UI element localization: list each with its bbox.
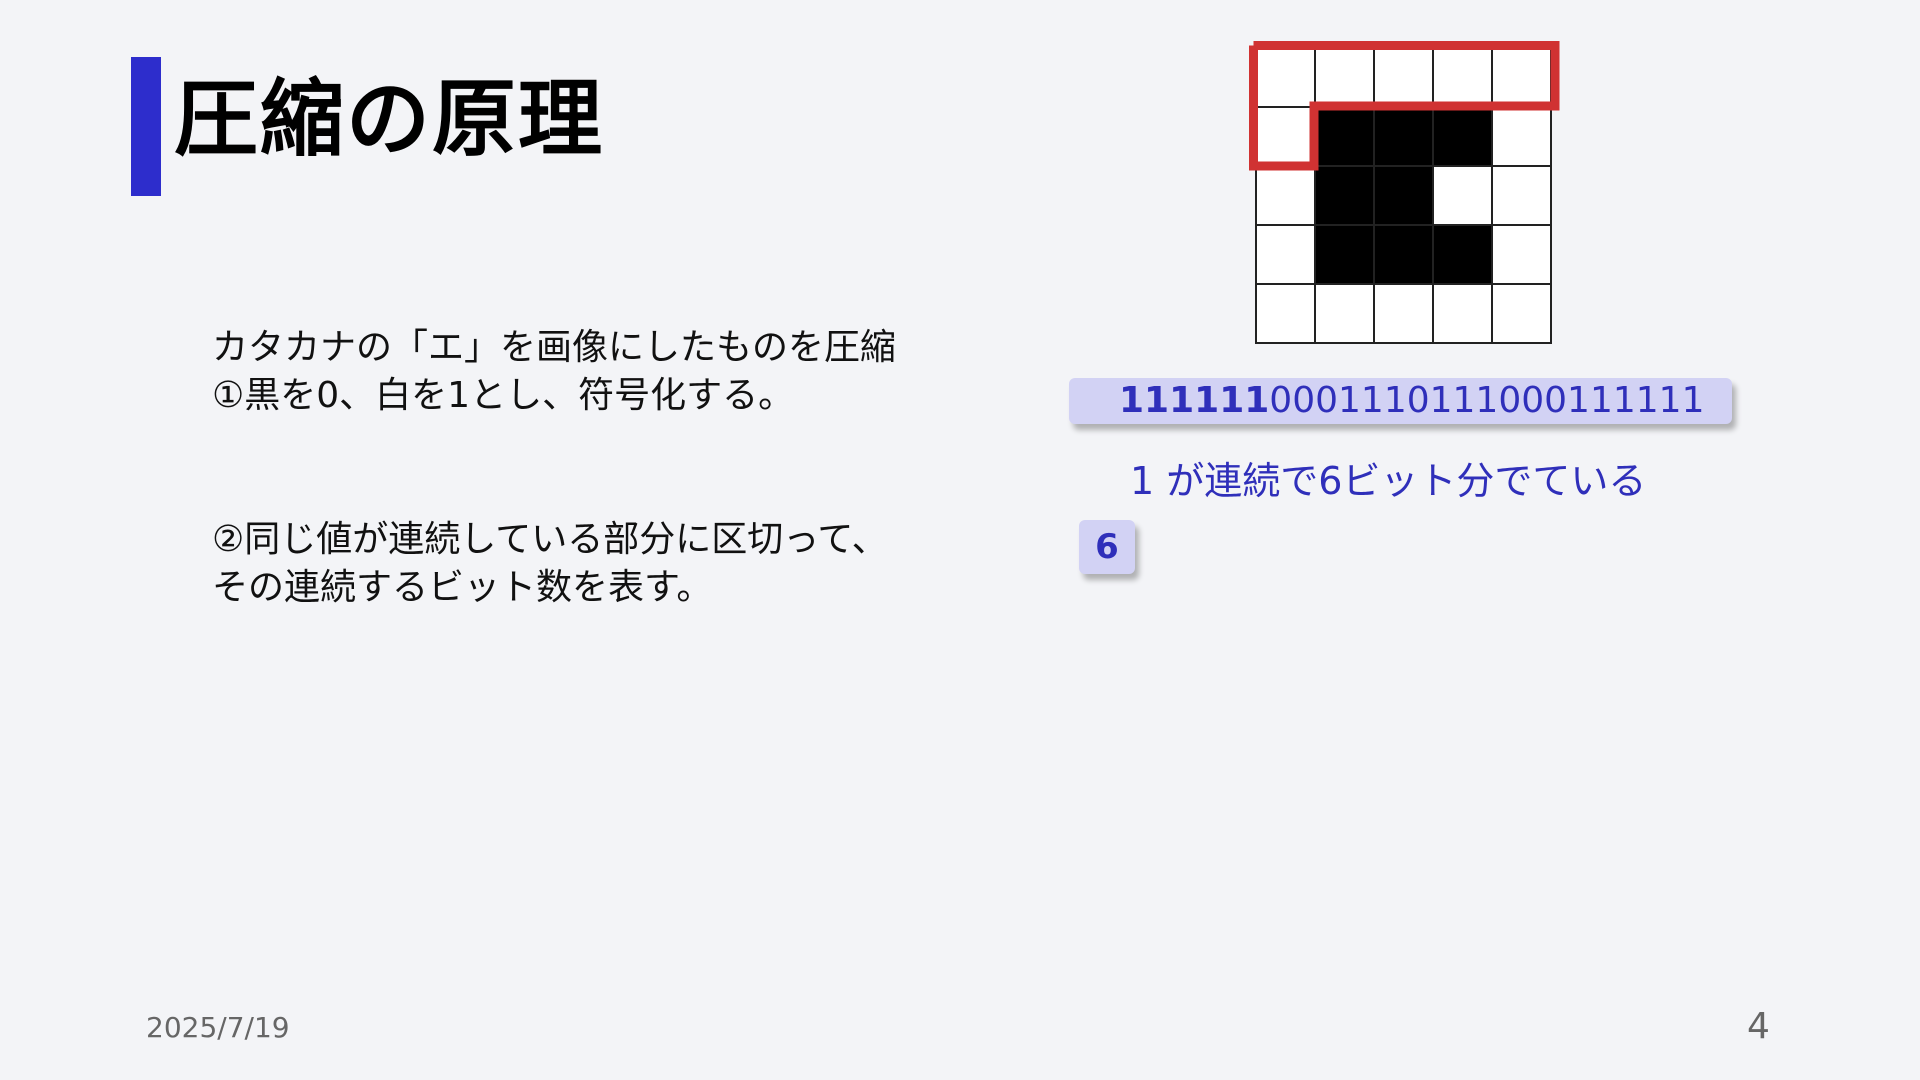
bit-run-rest: 0001110111000111111 (1269, 380, 1705, 421)
body-line-3: ②同じ値が連続している部分に区切って、 (212, 519, 888, 560)
footer-date: 2025/7/19 (146, 1011, 290, 1044)
pixel-cell (1493, 108, 1552, 167)
pixel-grid-cells (1255, 47, 1552, 344)
pixel-cell (1257, 49, 1316, 108)
pixel-cell (1257, 226, 1316, 285)
pixel-cell (1434, 49, 1493, 108)
pixel-cell (1375, 285, 1434, 344)
run-count-box: 6 (1079, 520, 1135, 574)
slide-title: 圧縮の原理 (174, 70, 605, 168)
body-line-1: カタカナの「エ」を画像にしたものを圧縮 (212, 327, 897, 368)
run-highlight-outline (1249, 41, 1560, 171)
pixel-cell (1316, 167, 1375, 226)
run-annotation: 1 が連続で6ビット分でている (1130, 459, 1647, 503)
body-line-4: その連続するビット数を表す。 (212, 567, 713, 608)
pixel-cell (1434, 108, 1493, 167)
pixel-cell (1257, 285, 1316, 344)
page-number: 4 (1747, 1006, 1770, 1047)
pixel-cell (1257, 167, 1316, 226)
body-text-block-2: ②同じ値が連続している部分に区切って、 その連続するビット数を表す。 (212, 516, 1012, 612)
pixel-cell (1493, 167, 1552, 226)
body-line-2: ①黒を0、白を1とし、符号化する。 (212, 375, 795, 416)
pixel-cell (1316, 49, 1375, 108)
bit-string: 1111110001110111000111111 (1119, 378, 1704, 424)
body-text-block-1: カタカナの「エ」を画像にしたものを圧縮 ①黒を0、白を1とし、符号化する。 (212, 324, 1012, 420)
pixel-cell (1434, 226, 1493, 285)
bit-string-bar (1069, 378, 1732, 424)
pixel-cell (1434, 167, 1493, 226)
pixel-cell (1316, 285, 1375, 344)
pixel-cell (1316, 226, 1375, 285)
pixel-cell (1375, 226, 1434, 285)
pixel-cell (1434, 285, 1493, 344)
title-accent-bar (131, 57, 161, 196)
pixel-cell (1375, 108, 1434, 167)
pixel-cell (1316, 108, 1375, 167)
pixel-cell (1493, 226, 1552, 285)
pixel-cell (1375, 49, 1434, 108)
pixel-grid (1255, 47, 1552, 344)
bit-run-highlighted: 111111 (1119, 380, 1270, 421)
pixel-cell (1375, 167, 1434, 226)
pixel-cell (1493, 285, 1552, 344)
pixel-cell (1257, 108, 1316, 167)
